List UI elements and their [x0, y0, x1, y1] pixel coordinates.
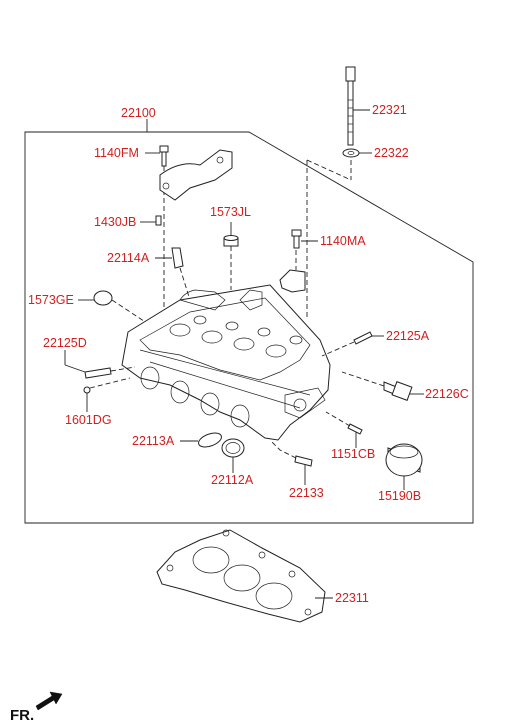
- label-22322: 22322: [374, 146, 409, 160]
- label-1151cb: 1151CB: [331, 447, 375, 461]
- cam-cap-small-part: [279, 269, 306, 293]
- tappet-15190b-part: [385, 443, 423, 477]
- label-22114a: 22114A: [107, 251, 150, 265]
- bolt-22133-part: [294, 455, 313, 467]
- label-15190b: 15190B: [378, 489, 421, 503]
- seal-ring-22112a-part: [221, 438, 245, 458]
- head-bolt-washer-part: [342, 148, 360, 158]
- ball-1601dg-part: [83, 386, 91, 394]
- label-1601dg: 1601DG: [65, 413, 112, 427]
- cylinder-head-part: [121, 284, 331, 441]
- camshaft-cap-part: [159, 149, 233, 201]
- bolt-1140ma-part: [291, 229, 302, 249]
- label-22125d: 22125D: [43, 336, 87, 350]
- label-22133: 22133: [289, 486, 324, 500]
- assembly-frame: [24, 131, 474, 524]
- label-22126c: 22126C: [425, 387, 469, 401]
- label-1430jb: 1430JB: [94, 215, 136, 229]
- oil-control-valve-pipe-part: [171, 247, 184, 269]
- lash-adjuster-part: [383, 381, 413, 401]
- label-1140ma: 1140MA: [320, 234, 366, 248]
- label-22113a: 22113A: [132, 434, 175, 448]
- stud-1151cb-part: [347, 423, 363, 435]
- head-bolt-part: [345, 66, 356, 146]
- plug-1573ge-part: [93, 290, 113, 306]
- dowel-pin-part: [155, 215, 162, 226]
- front-direction-label: FR.: [10, 707, 34, 724]
- stud-22125d-part: [84, 367, 112, 379]
- label-1573jl: 1573JL: [210, 205, 251, 219]
- label-22100: 22100: [121, 106, 156, 120]
- label-22321: 22321: [372, 103, 407, 117]
- seal-ring-22113a-part: [198, 432, 222, 448]
- label-22125a: 22125A: [386, 329, 430, 343]
- front-direction-arrow-icon: [35, 691, 63, 711]
- label-1573ge: 1573GE: [28, 293, 74, 307]
- label-1140fm: 1140FM: [94, 146, 139, 160]
- bolt-1140fm-part: [159, 145, 169, 167]
- stud-22125a-part: [353, 331, 373, 345]
- label-22112a: 22112A: [211, 473, 254, 487]
- label-22311: 22311: [335, 591, 369, 605]
- head-gasket-part: [156, 529, 326, 623]
